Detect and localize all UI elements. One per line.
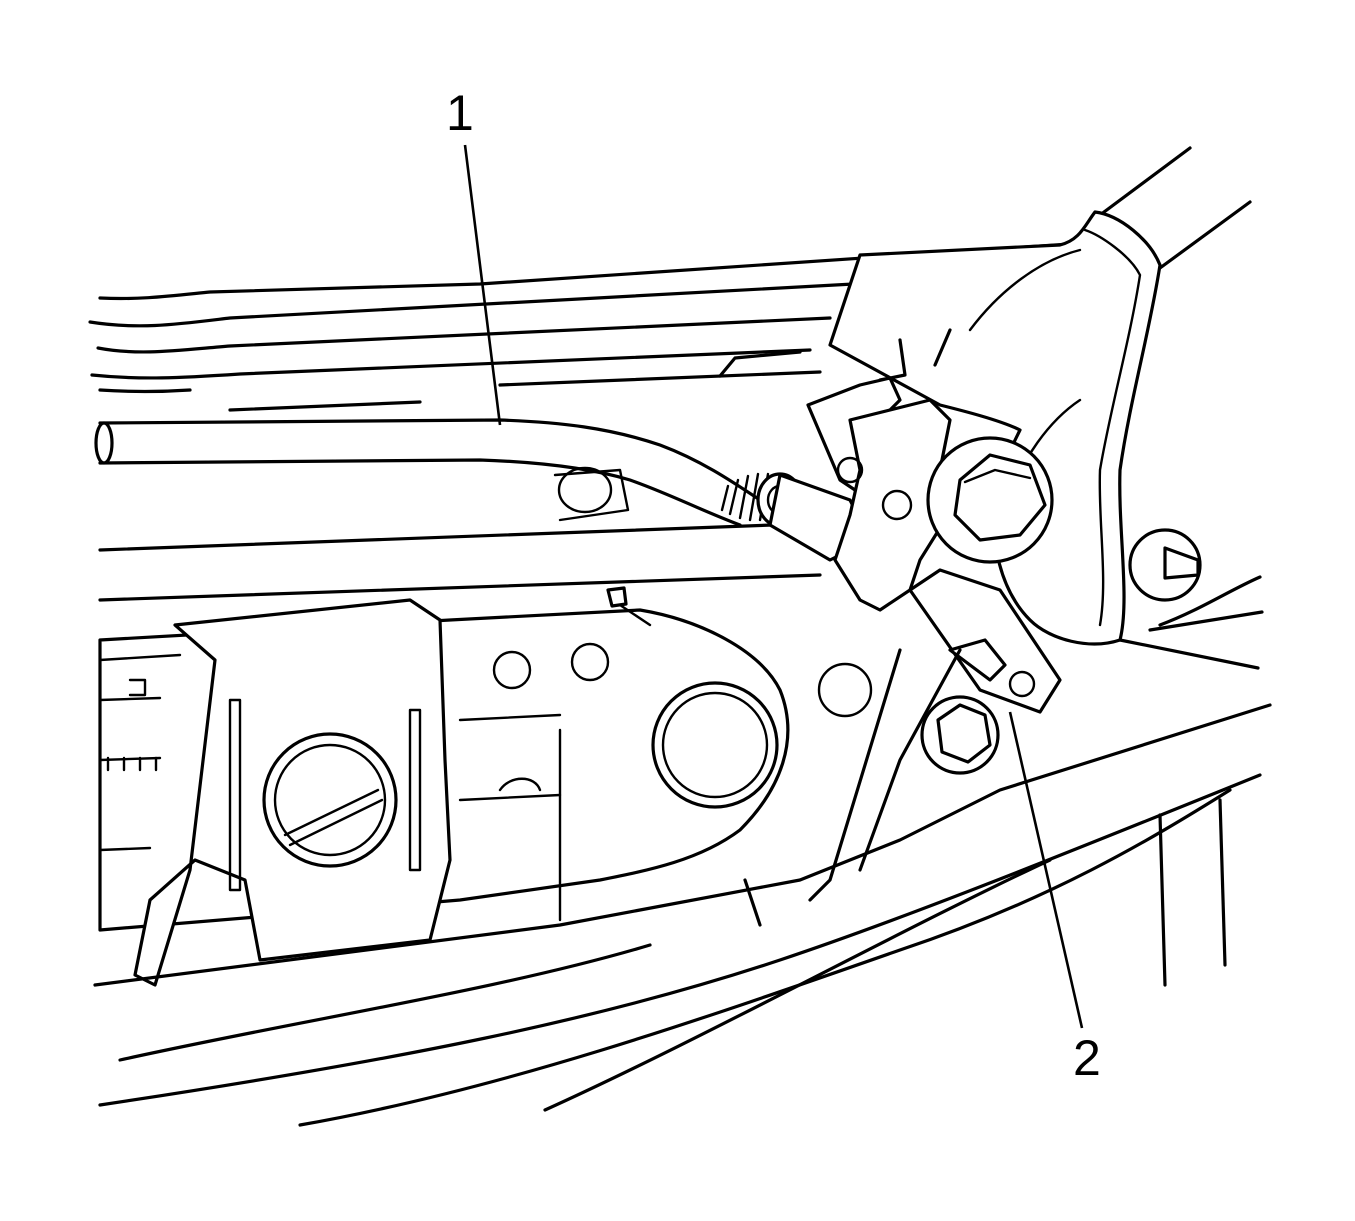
callout-2-leader [1008,711,1084,1029]
hinge-arm [828,210,1202,646]
callout-1-label: 1 [446,85,474,141]
mounting-bracket [133,598,452,987]
hinge-bolt [926,436,1054,564]
cable-retaining-clip [908,568,1062,714]
callout-2-label: 2 [1073,1030,1101,1086]
callout-1-leader [463,144,502,426]
right-panel-edges [1098,146,1264,670]
lower-sill [93,648,1272,1127]
release-cable [94,418,872,562]
upper-trim-panel [88,242,1072,602]
lower-bolt [920,695,1000,775]
callout-leaders [463,144,1084,1029]
cable-bracket [806,376,952,612]
